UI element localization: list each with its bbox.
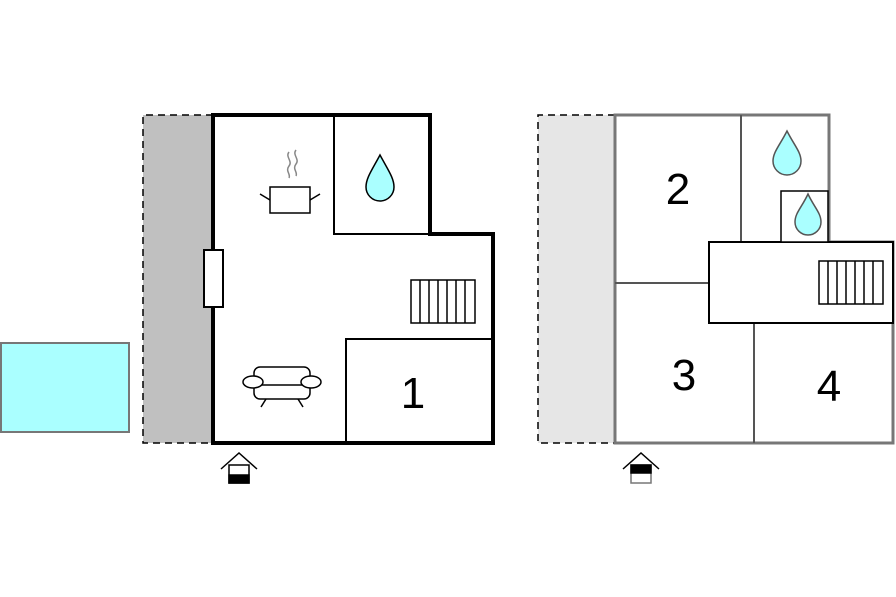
ground-floor-bathroom-wall <box>333 115 430 235</box>
upper-floor-interior-walls <box>615 115 755 443</box>
staircase-icon <box>818 260 884 305</box>
room-number-2: 2 <box>666 165 690 214</box>
sofa-icon <box>242 366 322 408</box>
entrance-icon <box>622 451 660 484</box>
ground-floor-plan: 1 <box>0 113 495 484</box>
room-number-4: 4 <box>817 362 841 411</box>
door-icon <box>203 249 224 308</box>
terrace-icon <box>142 114 213 444</box>
bedroom-1-wall <box>345 338 493 443</box>
room-number-1: 1 <box>401 369 425 418</box>
water-drop-icon <box>365 153 395 202</box>
balcony-icon <box>537 114 615 444</box>
pool-icon <box>0 342 130 433</box>
ground-floor-outer-wall <box>211 113 495 445</box>
water-drop-icon <box>772 129 802 176</box>
water-drop-icon <box>794 192 822 236</box>
cooking-pot-icon <box>259 149 321 214</box>
entrance-icon <box>220 451 258 484</box>
room-number-3: 3 <box>672 351 696 400</box>
upper-floor-plan: 2 3 4 <box>537 113 895 484</box>
staircase-icon <box>410 279 476 324</box>
